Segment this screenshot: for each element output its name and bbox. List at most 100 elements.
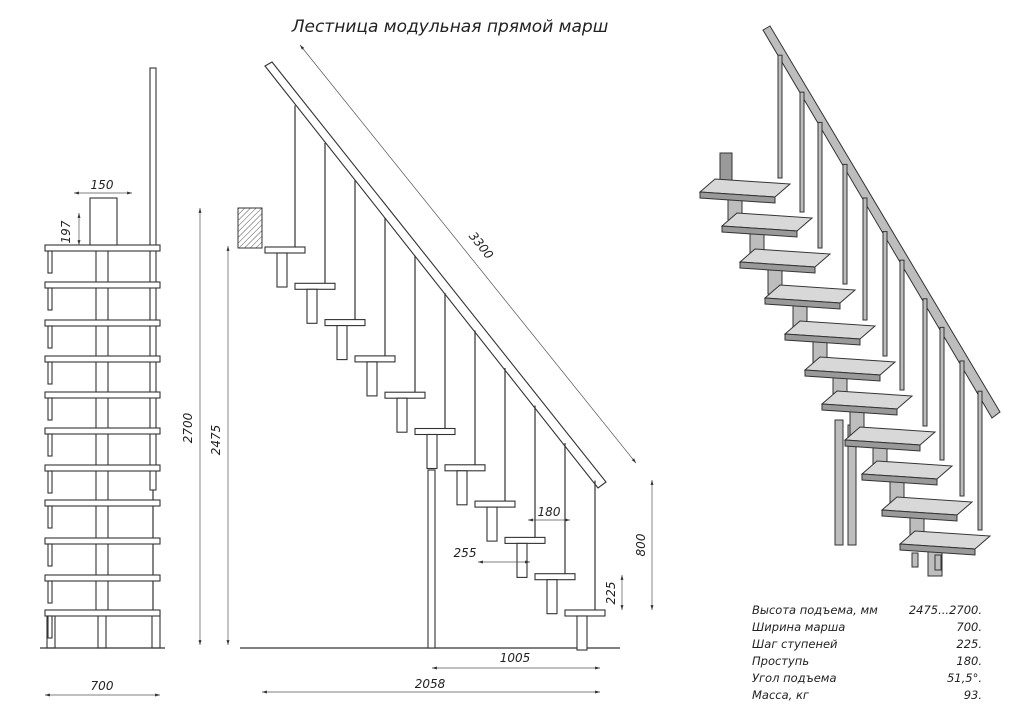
tread-side [564, 609, 606, 617]
tread-edge [764, 297, 841, 310]
baluster [777, 54, 783, 179]
tread-side [534, 573, 576, 581]
tread-edge [861, 473, 938, 486]
drawing-title: Лестница модульная прямой марш [291, 17, 609, 37]
baluster [977, 390, 983, 531]
spec-row: Масса, кг 93. [752, 687, 982, 704]
step-module [456, 470, 468, 506]
spec-row: Высота подъема, мм 2475...2700. [752, 602, 982, 619]
baluster [939, 326, 945, 461]
step-module [576, 615, 588, 651]
handrail-post [149, 67, 157, 491]
tread-side [504, 536, 546, 544]
dim-step-offset: 255 [454, 546, 477, 560]
dim-tread-depth: 180 [538, 505, 561, 519]
spec-value: 93. [963, 688, 982, 702]
tread-support [47, 325, 53, 349]
tread-side [414, 427, 456, 436]
spec-label: Масса, кг [752, 688, 809, 702]
tread-support [47, 615, 53, 639]
spec-label: Проступь [752, 654, 810, 668]
baluster [862, 197, 868, 321]
spec-value: 225. [956, 637, 982, 651]
tread-side [384, 391, 426, 399]
tread-side [324, 319, 366, 327]
floor-slab [237, 207, 263, 249]
baluster [817, 121, 823, 249]
spec-row: Шаг ступеней 225. [752, 636, 982, 653]
step-module [396, 397, 408, 433]
spec-value: 180. [956, 654, 982, 668]
tread-front [44, 281, 161, 289]
tread-side [444, 464, 486, 472]
spec-value: 700. [956, 620, 982, 634]
tread-support [47, 433, 53, 457]
support-leg [151, 611, 161, 649]
tread-edge [899, 543, 976, 556]
tread-front [44, 537, 161, 545]
tread-side [294, 282, 336, 290]
dim-post-offset: 1005 [500, 651, 531, 665]
baluster [899, 259, 905, 391]
tread-support [47, 287, 53, 311]
tread-edge [784, 333, 861, 346]
spec-label: Ширина марша [752, 620, 846, 634]
baluster [959, 360, 965, 497]
step-module [546, 579, 558, 615]
spec-row: Проступь 180. [752, 653, 982, 670]
tread-front [44, 391, 161, 399]
tread-front [44, 427, 161, 435]
tread-side [474, 500, 516, 508]
baluster [842, 163, 848, 285]
tread-edge [721, 225, 798, 238]
step-module [276, 252, 288, 288]
tread-front [44, 355, 161, 363]
dim-total-height: 2700 [181, 412, 195, 443]
baluster [922, 298, 928, 427]
tread-edge [699, 191, 776, 204]
step-module [426, 433, 438, 470]
step-module [306, 288, 318, 324]
support-post [427, 469, 436, 649]
spec-value: 2475...2700. [908, 603, 982, 617]
dim-plate-width: 150 [91, 178, 114, 192]
step-module [516, 542, 528, 578]
tread-edge [844, 439, 921, 452]
dim-floor-height: 2475 [209, 425, 223, 456]
tread-support [47, 361, 53, 385]
baluster [882, 231, 888, 357]
dim-rise-group: 800 [634, 533, 648, 556]
tread-support [47, 397, 53, 421]
tread-edge [804, 369, 881, 382]
tread-front [44, 464, 161, 472]
tread-front [44, 244, 161, 252]
spec-row: Ширина марша 700. [752, 619, 982, 636]
support-leg [97, 611, 107, 649]
tread-edge [821, 403, 898, 416]
tread-side [354, 355, 396, 363]
support-leg [934, 554, 942, 571]
tread-front [44, 574, 161, 582]
tread-front [44, 319, 161, 327]
support-leg [911, 552, 919, 568]
spec-value: 51,5°. [946, 671, 982, 685]
wall-bracket [719, 152, 733, 182]
dim-line-3300 [299, 44, 637, 464]
dim-front-width: 700 [91, 679, 114, 693]
wall-plate [89, 197, 118, 246]
tread-support [47, 250, 53, 274]
tread-edge [739, 261, 816, 274]
dim-plate-height: 197 [59, 220, 73, 243]
spec-label: Шаг ступеней [752, 637, 838, 651]
tread-front [44, 499, 161, 507]
front-view [40, 67, 165, 649]
tread-support [47, 543, 53, 567]
spec-label: Высота подъема, мм [752, 603, 878, 617]
dim-step-rise: 225 [604, 582, 618, 605]
side-view [240, 61, 620, 651]
specifications-table: Высота подъема, мм 2475...2700. Ширина мар… [752, 602, 982, 704]
tread-front [44, 609, 161, 617]
tread-support [47, 505, 53, 529]
